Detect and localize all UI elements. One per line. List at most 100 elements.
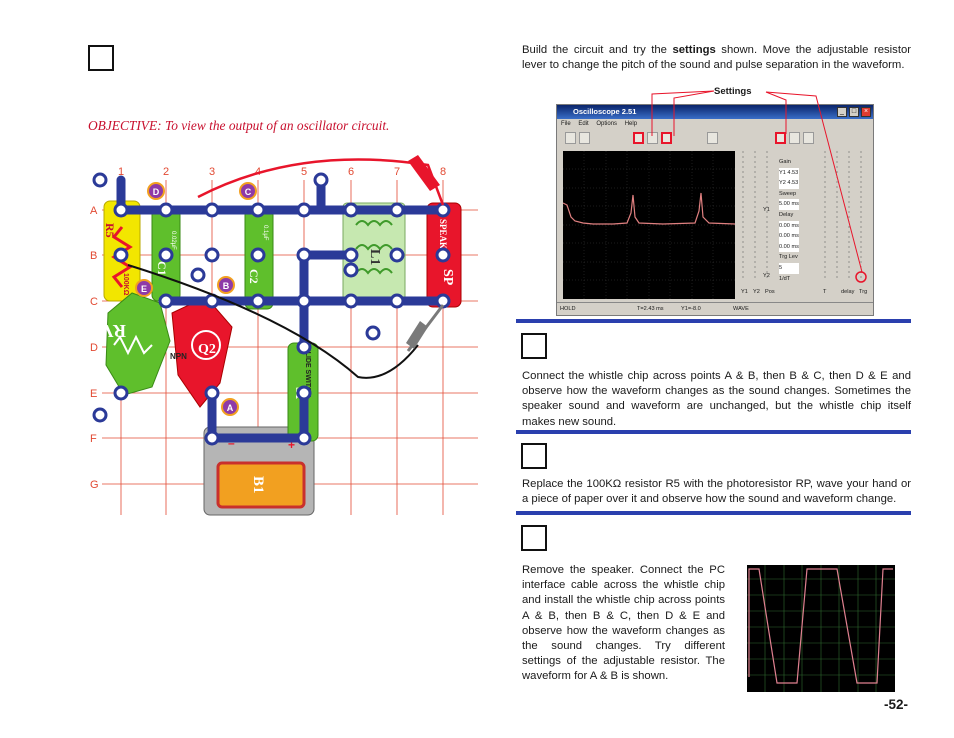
panel-delay-3: 0.00 ms [779, 241, 799, 253]
oscilloscope-sliders[interactable] [737, 151, 873, 287]
c2-val: 0.1μF [262, 225, 268, 241]
toolbar-button-wave[interactable] [633, 132, 644, 144]
r5-label: R5 [103, 223, 117, 238]
experiment-checkbox-2[interactable] [521, 443, 547, 469]
battery-label: B1 [250, 476, 266, 494]
bottom-label-y1: Y1 [741, 289, 748, 295]
intro-text-1: Build the circuit and try the [522, 44, 673, 56]
settings-label: Settings [714, 86, 752, 97]
panel-delay-2: 0.00 ms [779, 231, 799, 242]
row-label-a: A [90, 205, 98, 217]
close-button[interactable]: × [861, 107, 871, 117]
menu-help[interactable]: Help [624, 121, 638, 127]
section-2-text: Replace the 100KΩ resistor R5 with the p… [522, 478, 911, 506]
intro-bold-settings: settings [672, 44, 716, 56]
section-1-text: Connect the whistle chip across points A… [522, 370, 911, 428]
intro-paragraph: Build the circuit and try the settings s… [522, 43, 911, 73]
row-label-c: C [90, 296, 98, 308]
panel-1dt: 1/dT [779, 275, 791, 282]
bottom-label-y2: Y2 [753, 289, 760, 295]
col-label-6: 6 [348, 166, 354, 178]
c1-val: 0.02μF [170, 231, 176, 250]
bottom-label-t: T [823, 289, 827, 295]
section-divider-1 [516, 319, 911, 323]
panel-y2: Y2 4.53 [779, 178, 799, 189]
status-time: T=2.43 ms [637, 306, 664, 312]
col-label-5: 5 [301, 166, 307, 178]
bottom-label-trg: Trg [859, 289, 868, 295]
y2-slider-label: Y2 [763, 273, 770, 279]
row-label-g: G [90, 479, 99, 491]
col-label-2: 2 [163, 166, 169, 178]
panel-delay: Delay [779, 211, 794, 218]
panel-delay-1: 0.00 ms [779, 220, 799, 232]
toolbar-button-5[interactable] [661, 132, 672, 144]
toolbar-button-7[interactable] [775, 132, 786, 144]
menu-edit[interactable]: Edit [578, 121, 589, 127]
experiment-checkbox-3[interactable] [521, 525, 547, 551]
c2-label: C2 [247, 269, 261, 284]
intro-text-2: shown. Move the adjustable resistor leve… [522, 44, 911, 72]
panel-trglev: Trg Lev [779, 254, 798, 261]
col-label-8: 8 [440, 166, 446, 178]
section-divider-3 [516, 511, 911, 515]
waveform-ab-image [747, 565, 895, 692]
panel-sweep-val: 5.00 ms [779, 199, 799, 210]
adjustable-resistor-rv [105, 292, 171, 396]
r5-desc: 100KΩ [122, 273, 129, 296]
bottom-label-delay: delay [841, 289, 855, 295]
toolbar-button-1[interactable] [565, 132, 576, 144]
oscilloscope-settings-panel: Gain Y1 4.53 Y2 4.53 Sweep 5.00 ms Delay… [779, 157, 799, 284]
experiment-checkbox-1[interactable] [521, 333, 547, 359]
maximize-button[interactable]: □ [849, 107, 859, 117]
menu-file[interactable]: File [561, 121, 571, 127]
toolbar-button-6[interactable] [707, 132, 718, 144]
menu-options[interactable]: Options [596, 121, 618, 127]
row-label-f: F [90, 433, 97, 445]
minimize-button[interactable]: _ [837, 107, 847, 117]
panel-trglev-val: 5 [779, 262, 799, 274]
objective-text: OBJECTIVE: To view the output of an osci… [88, 118, 390, 133]
oscilloscope-window: Oscilloscope 2.51 _ □ × File Edit Option… [556, 104, 874, 316]
point-d: D [153, 187, 160, 197]
oscilloscope-status-bar: HOLD T=2.43 ms Y1=-8.0 WAVE [557, 302, 873, 315]
bottom-label-pos: Pos [765, 289, 775, 295]
svg-text:–: – [228, 436, 235, 450]
col-label-1: 1 [118, 166, 124, 178]
status-hold: HOLD [560, 306, 576, 312]
point-a: A [227, 403, 234, 413]
circuit-diagram: 1 2 3 4 5 6 7 8 A B C D E F G B1 – [88, 145, 488, 520]
col-label-3: 3 [209, 166, 215, 178]
npn-label: NPN [170, 352, 187, 361]
q2-label: Q2 [198, 342, 216, 357]
toolbar-button-2[interactable] [579, 132, 590, 144]
sp-word: SPEAKER [438, 219, 448, 262]
point-c: C [245, 187, 252, 197]
point-b: B [223, 281, 230, 291]
sp-label: SP [440, 269, 455, 286]
status-y1: Y1=-8.0 [681, 306, 701, 312]
status-wave: WAVE [733, 306, 749, 312]
section-3-text: Remove the speaker. Connect the PC inter… [522, 564, 725, 683]
col-label-7: 7 [394, 166, 400, 178]
section-divider-2 [516, 430, 911, 434]
panel-y1: Y1 4.53 [779, 167, 799, 179]
toolbar-button-9[interactable] [803, 132, 814, 144]
panel-gain: Gain [779, 159, 791, 165]
svg-text:+: + [288, 438, 295, 452]
oscilloscope-menu: File Edit Options Help [557, 119, 873, 130]
rv-label: RV [101, 321, 126, 341]
settings-callout-lines [651, 90, 863, 273]
l1-label: L1 [367, 249, 382, 265]
toolbar-button-8[interactable] [789, 132, 800, 144]
s1-word: SLIDE SWITCH [304, 347, 311, 397]
point-e: E [141, 284, 147, 294]
panel-sweep: Sweep [779, 190, 797, 197]
oscilloscope-screen [562, 151, 736, 299]
c1-label: C1 [155, 261, 169, 276]
row-label-e: E [90, 388, 97, 400]
y1-slider-label: Y1 [763, 207, 770, 213]
oscilloscope-title: Oscilloscope 2.51 [557, 105, 873, 119]
experiment-checkbox-main[interactable] [88, 45, 114, 71]
page-number: -52- [883, 697, 908, 712]
